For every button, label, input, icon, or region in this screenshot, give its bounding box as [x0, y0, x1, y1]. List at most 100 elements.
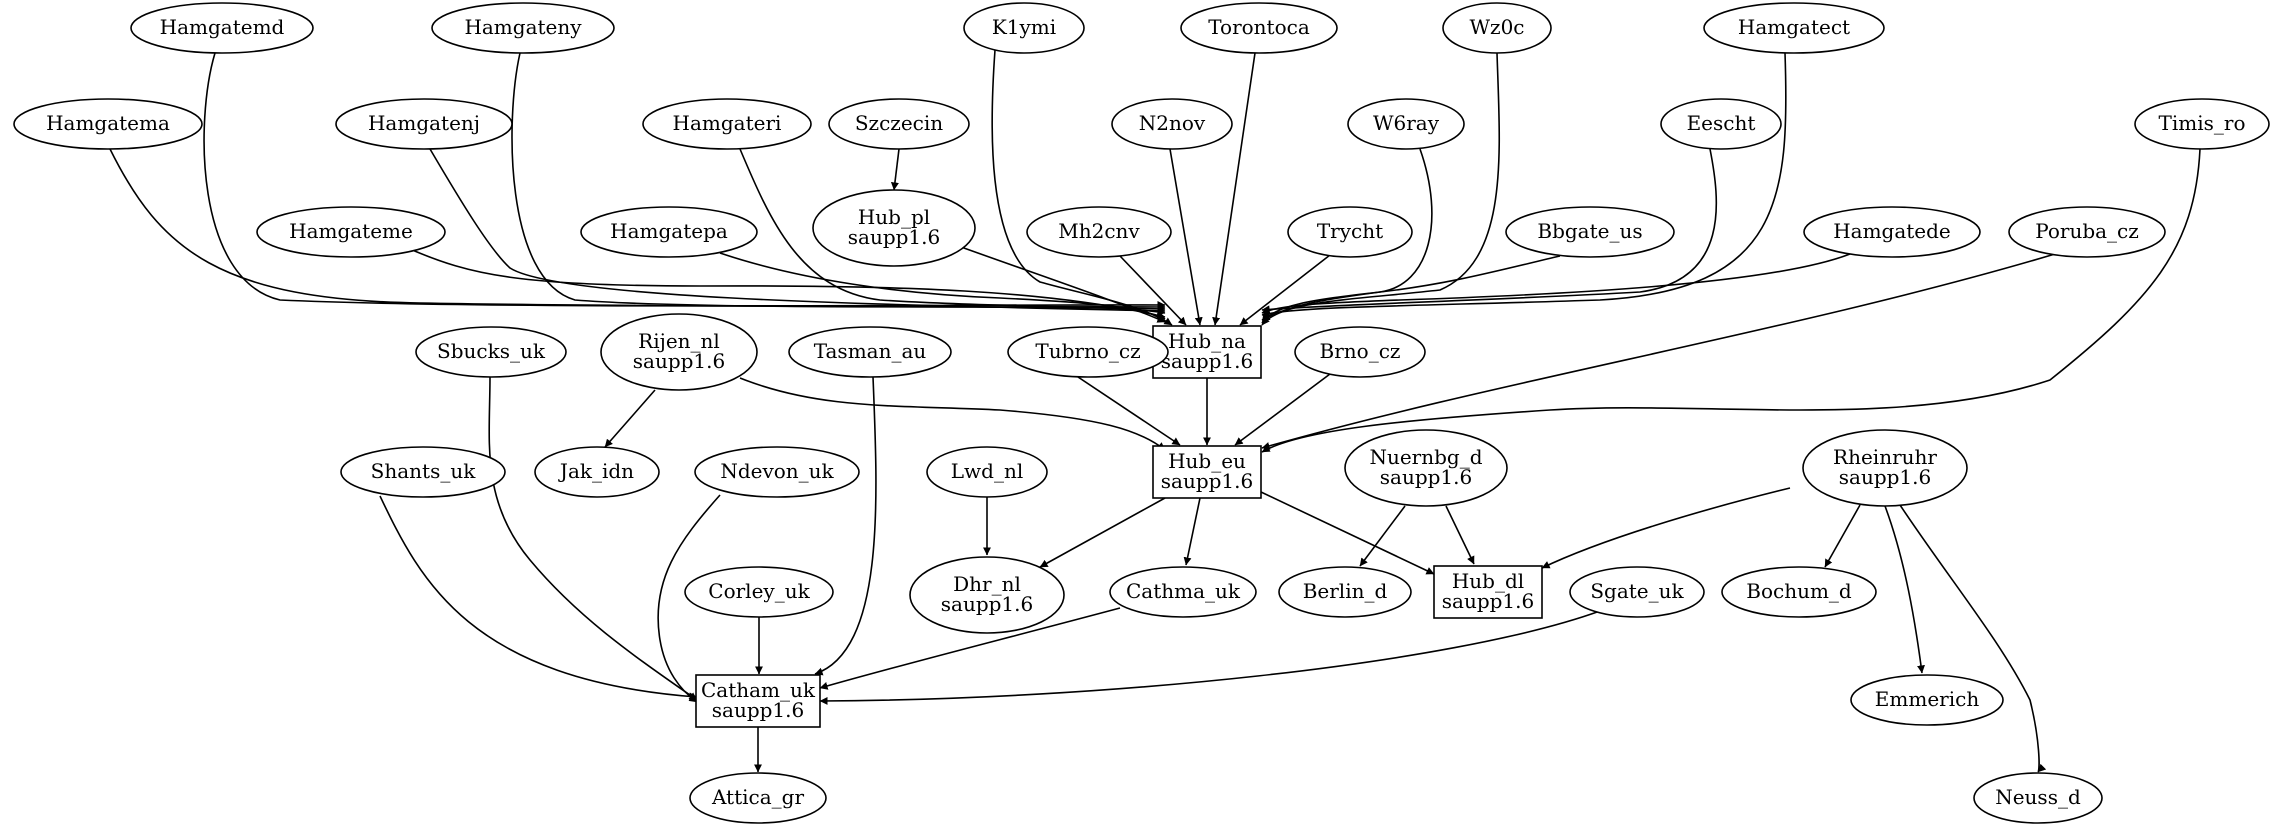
- node-rijen-nl-label-2: saupp1.6: [633, 349, 725, 373]
- node-lwd-nl: Lwd_nl: [926, 446, 1048, 498]
- edge-eescht-to-hub-na: [1261, 148, 1718, 314]
- node-rijen-nl-label-1: Rijen_nl: [638, 329, 720, 353]
- node-torontoca-shape: [1180, 2, 1338, 54]
- node-cathma-uk: Cathma_uk: [1109, 566, 1257, 618]
- node-sbucks-uk-shape: [415, 326, 567, 378]
- edge-hub-pl-to-hub-na: [949, 242, 1166, 323]
- node-bochum-d: Bochum_d: [1721, 566, 1877, 618]
- edge-trycht-to-hub-na: [1239, 254, 1331, 326]
- edge-wz0c-to-hub-na: [1261, 52, 1501, 326]
- node-rheinruhr-label-2: saupp1.6: [1839, 465, 1931, 489]
- node-hamgatema-label-1: Hamgatema: [46, 111, 170, 135]
- edge-nuernbg-d-to-hub-dl: [1445, 505, 1475, 565]
- node-rheinruhr-shape: [1802, 429, 1968, 507]
- node-lwd-nl-label-1: Lwd_nl: [951, 459, 1023, 483]
- node-hub-dl-shape: [1433, 565, 1543, 619]
- node-hamgateme-label-1: Hamgateme: [289, 219, 413, 243]
- node-jak-idn-label-1: Jak_idn: [558, 459, 634, 483]
- edge-brno-cz-to-hub-eu: [1234, 373, 1331, 446]
- node-bbgate-us: Bbgate_us: [1505, 206, 1675, 258]
- node-hub-eu-shape: [1152, 445, 1262, 499]
- node-corley-uk-shape: [684, 566, 834, 618]
- edge-nuernbg-d-to-berlin-d: [1359, 505, 1406, 567]
- node-bochum-d-label-1: Bochum_d: [1746, 579, 1852, 603]
- node-neuss-d: Neuss_d: [1973, 772, 2103, 824]
- node-sgate-uk: Sgate_uk: [1569, 566, 1705, 618]
- node-corley-uk: Corley_uk: [684, 566, 834, 618]
- node-ndevon-uk-label-1: Ndevon_uk: [720, 459, 834, 483]
- node-hub-eu-label-2: saupp1.6: [1161, 469, 1253, 493]
- node-trycht-shape: [1287, 206, 1413, 258]
- node-neuss-d-label-1: Neuss_d: [1995, 785, 2081, 809]
- node-emmerich-label-1: Emmerich: [1875, 687, 1980, 711]
- node-hamgatect-label-1: Hamgatect: [1738, 15, 1850, 39]
- node-hamgatepa: Hamgatepa: [580, 206, 758, 258]
- edge-timis-ro-to-hub-eu: [1261, 148, 2201, 453]
- node-w6ray: W6ray: [1347, 98, 1465, 150]
- node-shants-uk-shape: [340, 446, 506, 498]
- edge-rijen-nl-to-jak-idn: [604, 389, 656, 448]
- node-emmerich-shape: [1850, 674, 2004, 726]
- node-catham-uk-label-2: saupp1.6: [712, 698, 804, 722]
- node-hamgateny: Hamgateny: [431, 2, 615, 54]
- node-jak-idn-shape: [534, 446, 660, 498]
- node-torontoca: Torontoca: [1180, 2, 1338, 54]
- node-emmerich: Emmerich: [1850, 674, 2004, 726]
- edge-rheinruhr-to-emmerich: [1884, 505, 1925, 674]
- node-tasman-au-label-1: Tasman_au: [814, 339, 927, 363]
- node-hub-na-label-1: Hub_na: [1168, 329, 1246, 353]
- edge-ndevon-uk-to-catham-uk: [657, 494, 721, 703]
- node-neuss-d-shape: [1973, 772, 2103, 824]
- node-eescht-label-1: Eescht: [1687, 111, 1756, 135]
- node-hamgatemd: Hamgatemd: [130, 2, 314, 54]
- node-dhr-nl-label-2: saupp1.6: [941, 592, 1033, 616]
- node-hub-eu-label-1: Hub_eu: [1168, 449, 1246, 473]
- node-rijen-nl-shape: [600, 313, 758, 391]
- node-hub-na-shape: [1152, 325, 1262, 379]
- node-n2nov: N2nov: [1111, 98, 1233, 150]
- node-tubrno-cz-shape: [1007, 326, 1169, 378]
- node-hamgatenj-shape: [335, 98, 513, 150]
- edge-n2nov-to-hub-na: [1169, 148, 1203, 326]
- node-n2nov-shape: [1111, 98, 1233, 150]
- node-hamgateri-shape: [642, 98, 812, 150]
- node-poruba-cz-shape: [2008, 206, 2166, 258]
- edge-rheinruhr-to-neuss-d: [1899, 504, 2047, 773]
- node-tubrno-cz-label-1: Tubrno_cz: [1035, 339, 1140, 363]
- node-hamgateny-label-1: Hamgateny: [464, 15, 582, 39]
- edge-szczecin-to-hub-pl: [890, 148, 900, 191]
- edge-k1ymi-to-hub-na: [991, 49, 1173, 326]
- edge-mh2cnv-to-hub-na: [1119, 255, 1187, 326]
- node-hamgatect-shape: [1703, 2, 1885, 54]
- edge-hamgatede-to-hub-na: [1261, 253, 1851, 314]
- node-berlin-d-shape: [1278, 566, 1412, 618]
- node-tasman-au-shape: [788, 326, 952, 378]
- edge-rijen-nl-to-hub-eu: [739, 377, 1166, 451]
- node-berlin-d: Berlin_d: [1278, 566, 1412, 618]
- node-cathma-uk-shape: [1109, 566, 1257, 618]
- node-rheinruhr-label-1: Rheinruhr: [1833, 445, 1937, 469]
- node-ndevon-uk: Ndevon_uk: [694, 446, 860, 498]
- node-timis-ro-shape: [2134, 98, 2270, 150]
- node-hamgatede: Hamgatede: [1803, 206, 1981, 258]
- node-dhr-nl-label-1: Dhr_nl: [953, 572, 1021, 596]
- edge-sgate-uk-to-catham-uk: [819, 610, 1601, 705]
- node-wz0c-label-1: Wz0c: [1469, 15, 1524, 39]
- edge-hub-eu-to-hub-dl: [1260, 491, 1435, 575]
- node-brno-cz-shape: [1294, 326, 1426, 378]
- node-mh2cnv: Mh2cnv: [1026, 206, 1172, 258]
- node-mh2cnv-shape: [1026, 206, 1172, 258]
- edge-cathma-uk-to-catham-uk: [819, 607, 1121, 690]
- node-sbucks-uk: Sbucks_uk: [415, 326, 567, 378]
- node-szczecin-label-1: Szczecin: [855, 111, 943, 135]
- node-shants-uk-label-1: Shants_uk: [371, 459, 477, 483]
- node-poruba-cz: Poruba_cz: [2008, 206, 2166, 258]
- edge-torontoca-to-hub-na: [1212, 52, 1256, 326]
- node-lwd-nl-shape: [926, 446, 1048, 498]
